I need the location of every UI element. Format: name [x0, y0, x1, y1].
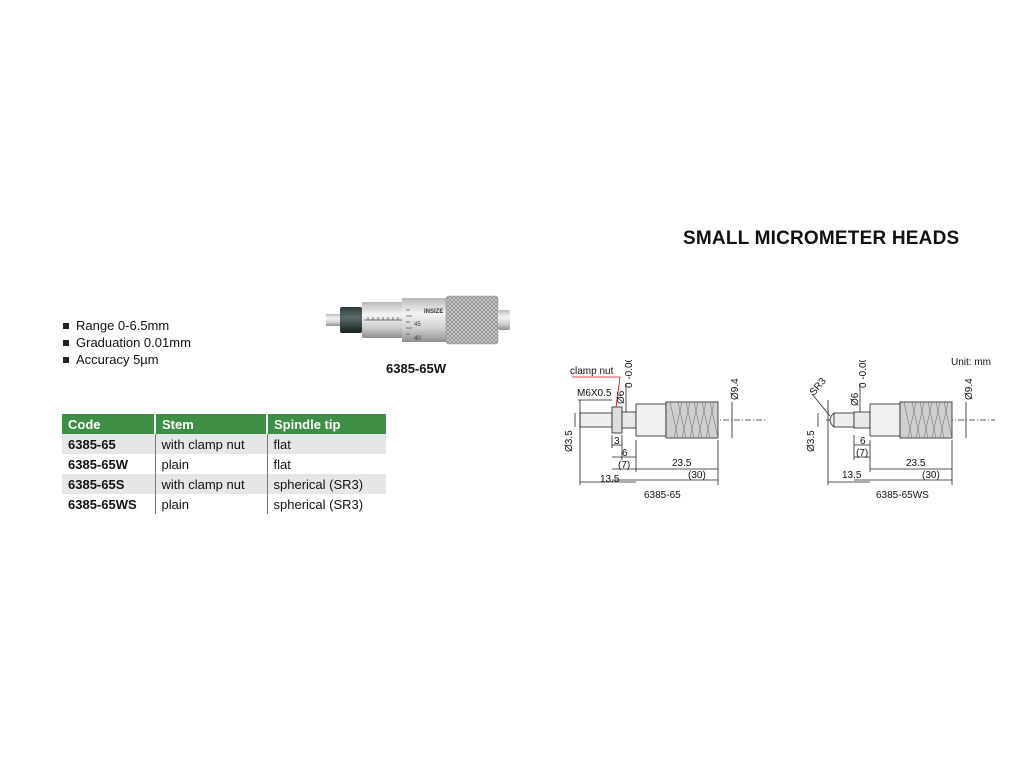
spec-table: Code Stem Spindle tip 6385-65 with clamp…: [62, 414, 386, 514]
dim-label: 6: [860, 436, 866, 447]
dim-label: 23.5: [906, 458, 926, 469]
thimble-shape: [869, 403, 901, 437]
spec-item: Graduation 0.01mm: [63, 334, 191, 351]
dim-label: (7): [618, 460, 630, 471]
dim-label: 3: [614, 436, 620, 447]
clamp-nut-label: clamp nut: [570, 366, 614, 377]
drawing-6385-65: clamp nut M6X0.5 Ø6 0 -0.009 Ø9.4 Ø3.5 3…: [564, 360, 765, 501]
thread-label: M6X0.5: [577, 388, 612, 399]
spindle-shape: [833, 412, 855, 428]
spindle-shape: [579, 412, 613, 428]
spec-item: Accuracy 5µm: [63, 351, 191, 368]
table-header-row: Code Stem Spindle tip: [62, 414, 386, 434]
drawing-6385-65WS: SR3 Ø6 0 -0.009 Ø9.4 Ø3.5 6 (7) 23.5 (30…: [806, 360, 995, 501]
scale-label: 40: [414, 336, 421, 342]
dim-label: 23.5: [672, 458, 692, 469]
drawing-caption: 6385-65: [644, 490, 681, 501]
micrometer-photo: 45 40 INSIZE: [326, 295, 510, 345]
dim-label: (7): [856, 448, 868, 459]
bullet-icon: [63, 323, 69, 329]
unit-label: Unit: mm: [951, 357, 991, 368]
stem-dia-label: Ø6: [616, 390, 627, 404]
table-row: 6385-65 with clamp nut flat: [62, 434, 386, 454]
spec-list: Range 0-6.5mm Graduation 0.01mm Accuracy…: [63, 317, 191, 368]
spindle: [326, 314, 342, 326]
dim-label: (30): [922, 470, 940, 481]
spindle-dia-label: Ø3.5: [564, 430, 575, 452]
tip-radius-label: SR3: [808, 376, 829, 398]
thimble: [402, 298, 446, 342]
stem-tol-label: 0 -0.009: [858, 360, 869, 388]
table-row: 6385-65S with clamp nut spherical (SR3): [62, 474, 386, 494]
table-row: 6385-65W plain flat: [62, 454, 386, 474]
spec-item: Range 0-6.5mm: [63, 317, 191, 334]
scale-label: 45: [414, 322, 421, 328]
ratchet-shape: [899, 401, 953, 439]
bullet-icon: [63, 340, 69, 346]
end-cap: [498, 310, 510, 330]
stem-dia-label: Ø6: [850, 392, 861, 406]
clamp-stem: [340, 307, 362, 333]
dim-label: 13.5: [600, 474, 620, 485]
ratchet-shape: [665, 401, 719, 439]
header-spindle-tip: Spindle tip: [266, 414, 386, 434]
dim-label: 6: [622, 448, 628, 459]
thimble-dia-label: Ø9.4: [730, 378, 741, 400]
clamp-nut-shape: [611, 406, 623, 434]
page-title: SMALL MICROMETER HEADS: [683, 228, 960, 249]
bullet-icon: [63, 357, 69, 363]
dim-label: 13.5: [842, 470, 862, 481]
drawing-caption: 6385-65WS: [876, 490, 929, 501]
ratchet-knurl: [446, 296, 498, 344]
stem-tol-label: 0 -0.009: [624, 360, 635, 388]
spindle-dia-label: Ø3.5: [806, 430, 817, 452]
photo-caption: 6385-65W: [386, 361, 446, 376]
dim-label: (30): [688, 470, 706, 481]
thimble-shape: [635, 403, 667, 437]
header-stem: Stem: [154, 414, 267, 434]
thimble-dia-label: Ø9.4: [964, 378, 975, 400]
brand-label: INSIZE: [424, 309, 443, 315]
table-row: 6385-65WS plain spherical (SR3): [62, 494, 386, 514]
header-code: Code: [62, 414, 155, 434]
